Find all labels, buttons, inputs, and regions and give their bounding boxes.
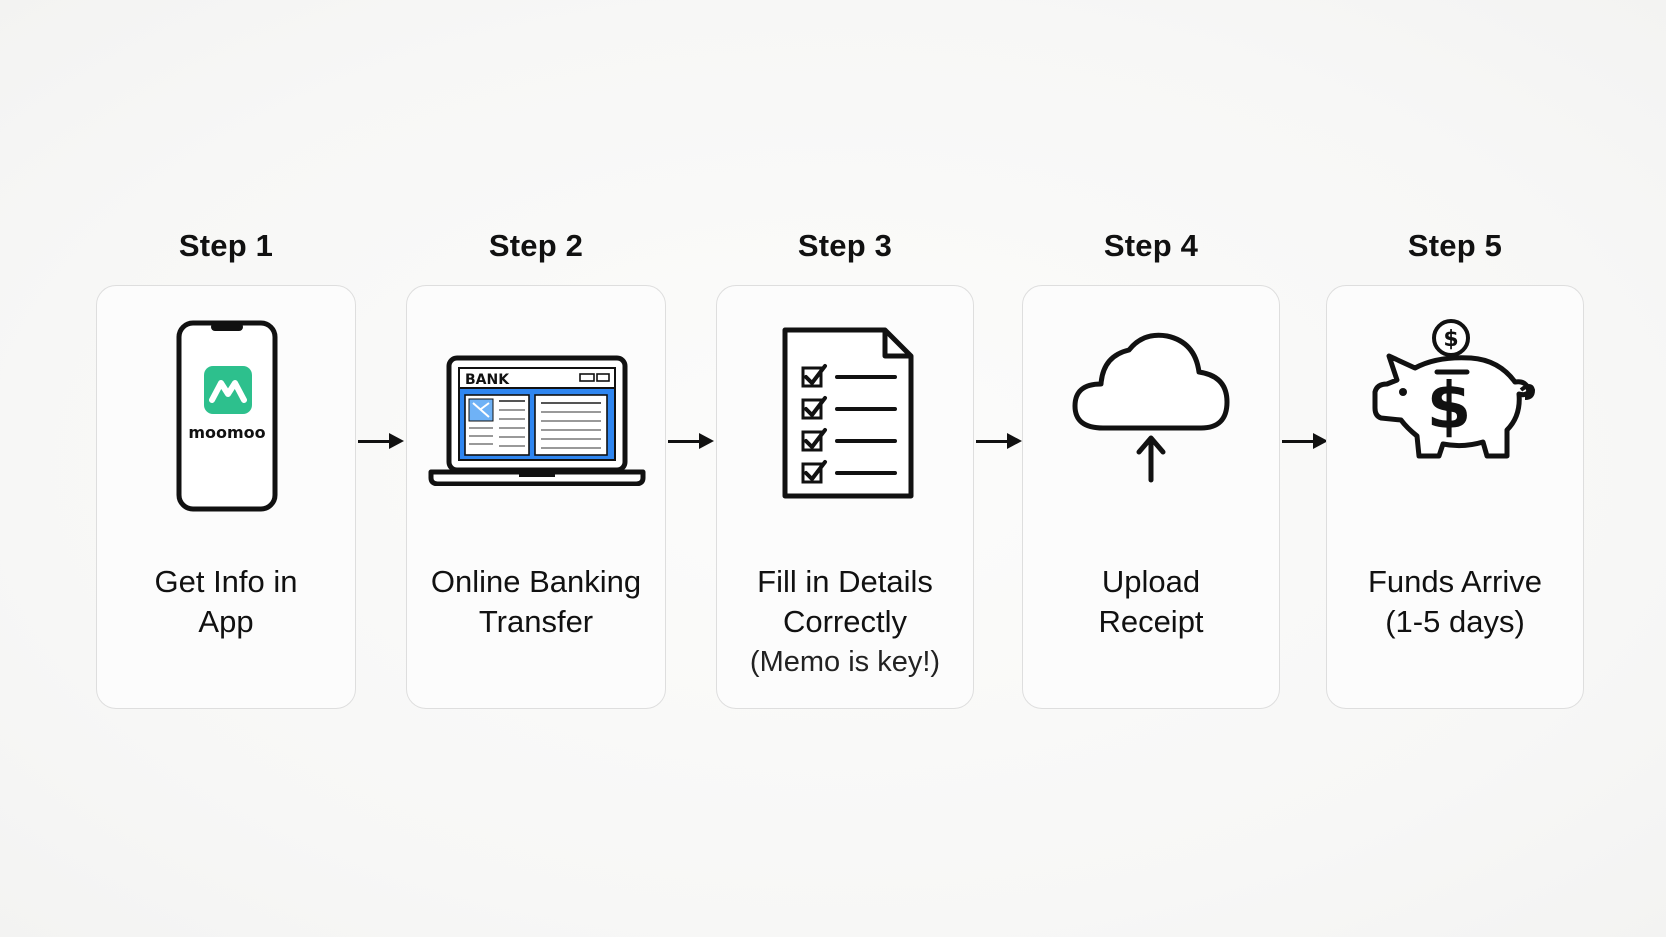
piggy-dollar-text: $ (1427, 370, 1472, 444)
step-2-label-line-2: Transfer (478, 604, 594, 639)
cloud-upload-icon (1072, 332, 1230, 483)
step-4-label-line-1: Upload (1101, 564, 1201, 599)
step-5-title: Step 5 (1407, 228, 1503, 263)
arrow-3-to-4 (976, 431, 1022, 451)
coin-dollar-text: $ (1443, 327, 1458, 352)
step-1-card: moomoo Get Info in App (96, 285, 356, 709)
step-3-icon-area (717, 327, 973, 534)
step-1-label-line-1: Get Info in (154, 564, 298, 599)
step-1-label: Get Info in App (97, 562, 355, 642)
step-4-card: Upload Receipt (1022, 285, 1280, 709)
step-2-label: Online Banking Transfer (407, 562, 665, 642)
arrow-4-to-5 (1282, 431, 1328, 451)
step-5-label-line-1: Funds Arrive (1367, 564, 1542, 599)
step-3-card: Fill in Details Correctly (Memo is key!) (716, 285, 974, 709)
step-5-label-line-2: (1-5 days) (1385, 604, 1525, 639)
arrow-2-to-3 (668, 431, 714, 451)
step-1-title: Step 1 (178, 228, 274, 263)
step-2-title: Step 2 (488, 228, 584, 263)
step-4-icon-area (1023, 332, 1279, 534)
step-2-icon-area: BANK (407, 334, 665, 534)
step-3-label-line-1: Fill in Details (757, 564, 933, 599)
step-5-card: $ $ Funds Arrive (1-5 days) (1326, 285, 1584, 709)
step-4-label-line-2: Receipt (1098, 604, 1204, 639)
step-1-label-line-2: App (198, 604, 254, 639)
step-3-label: Fill in Details Correctly (Memo is key!) (717, 562, 973, 682)
checklist-document-icon (782, 327, 914, 499)
step-3-label-line-2: Correctly (782, 604, 907, 639)
step-5-icon-area: $ $ (1327, 319, 1583, 534)
laptop-bank-icon: BANK (428, 355, 646, 486)
step-4-label: Upload Receipt (1023, 562, 1279, 642)
step-2-label-line-1: Online Banking (430, 564, 642, 599)
step-3-title: Step 3 (797, 228, 893, 263)
bank-screen-text: BANK (465, 372, 510, 388)
step-4-title: Step 4 (1103, 228, 1199, 263)
step-3-sub-label: (Memo is key!) (749, 646, 941, 678)
piggy-bank-icon: $ $ (1372, 319, 1536, 459)
moomoo-logo-text: moomoo (188, 423, 265, 442)
phone-app-icon: moomoo (176, 320, 278, 512)
arrow-1-to-2 (358, 431, 404, 451)
step-1-icon-area: moomoo (97, 320, 355, 534)
step-2-card: BANK (406, 285, 666, 709)
step-5-label: Funds Arrive (1-5 days) (1327, 562, 1583, 642)
